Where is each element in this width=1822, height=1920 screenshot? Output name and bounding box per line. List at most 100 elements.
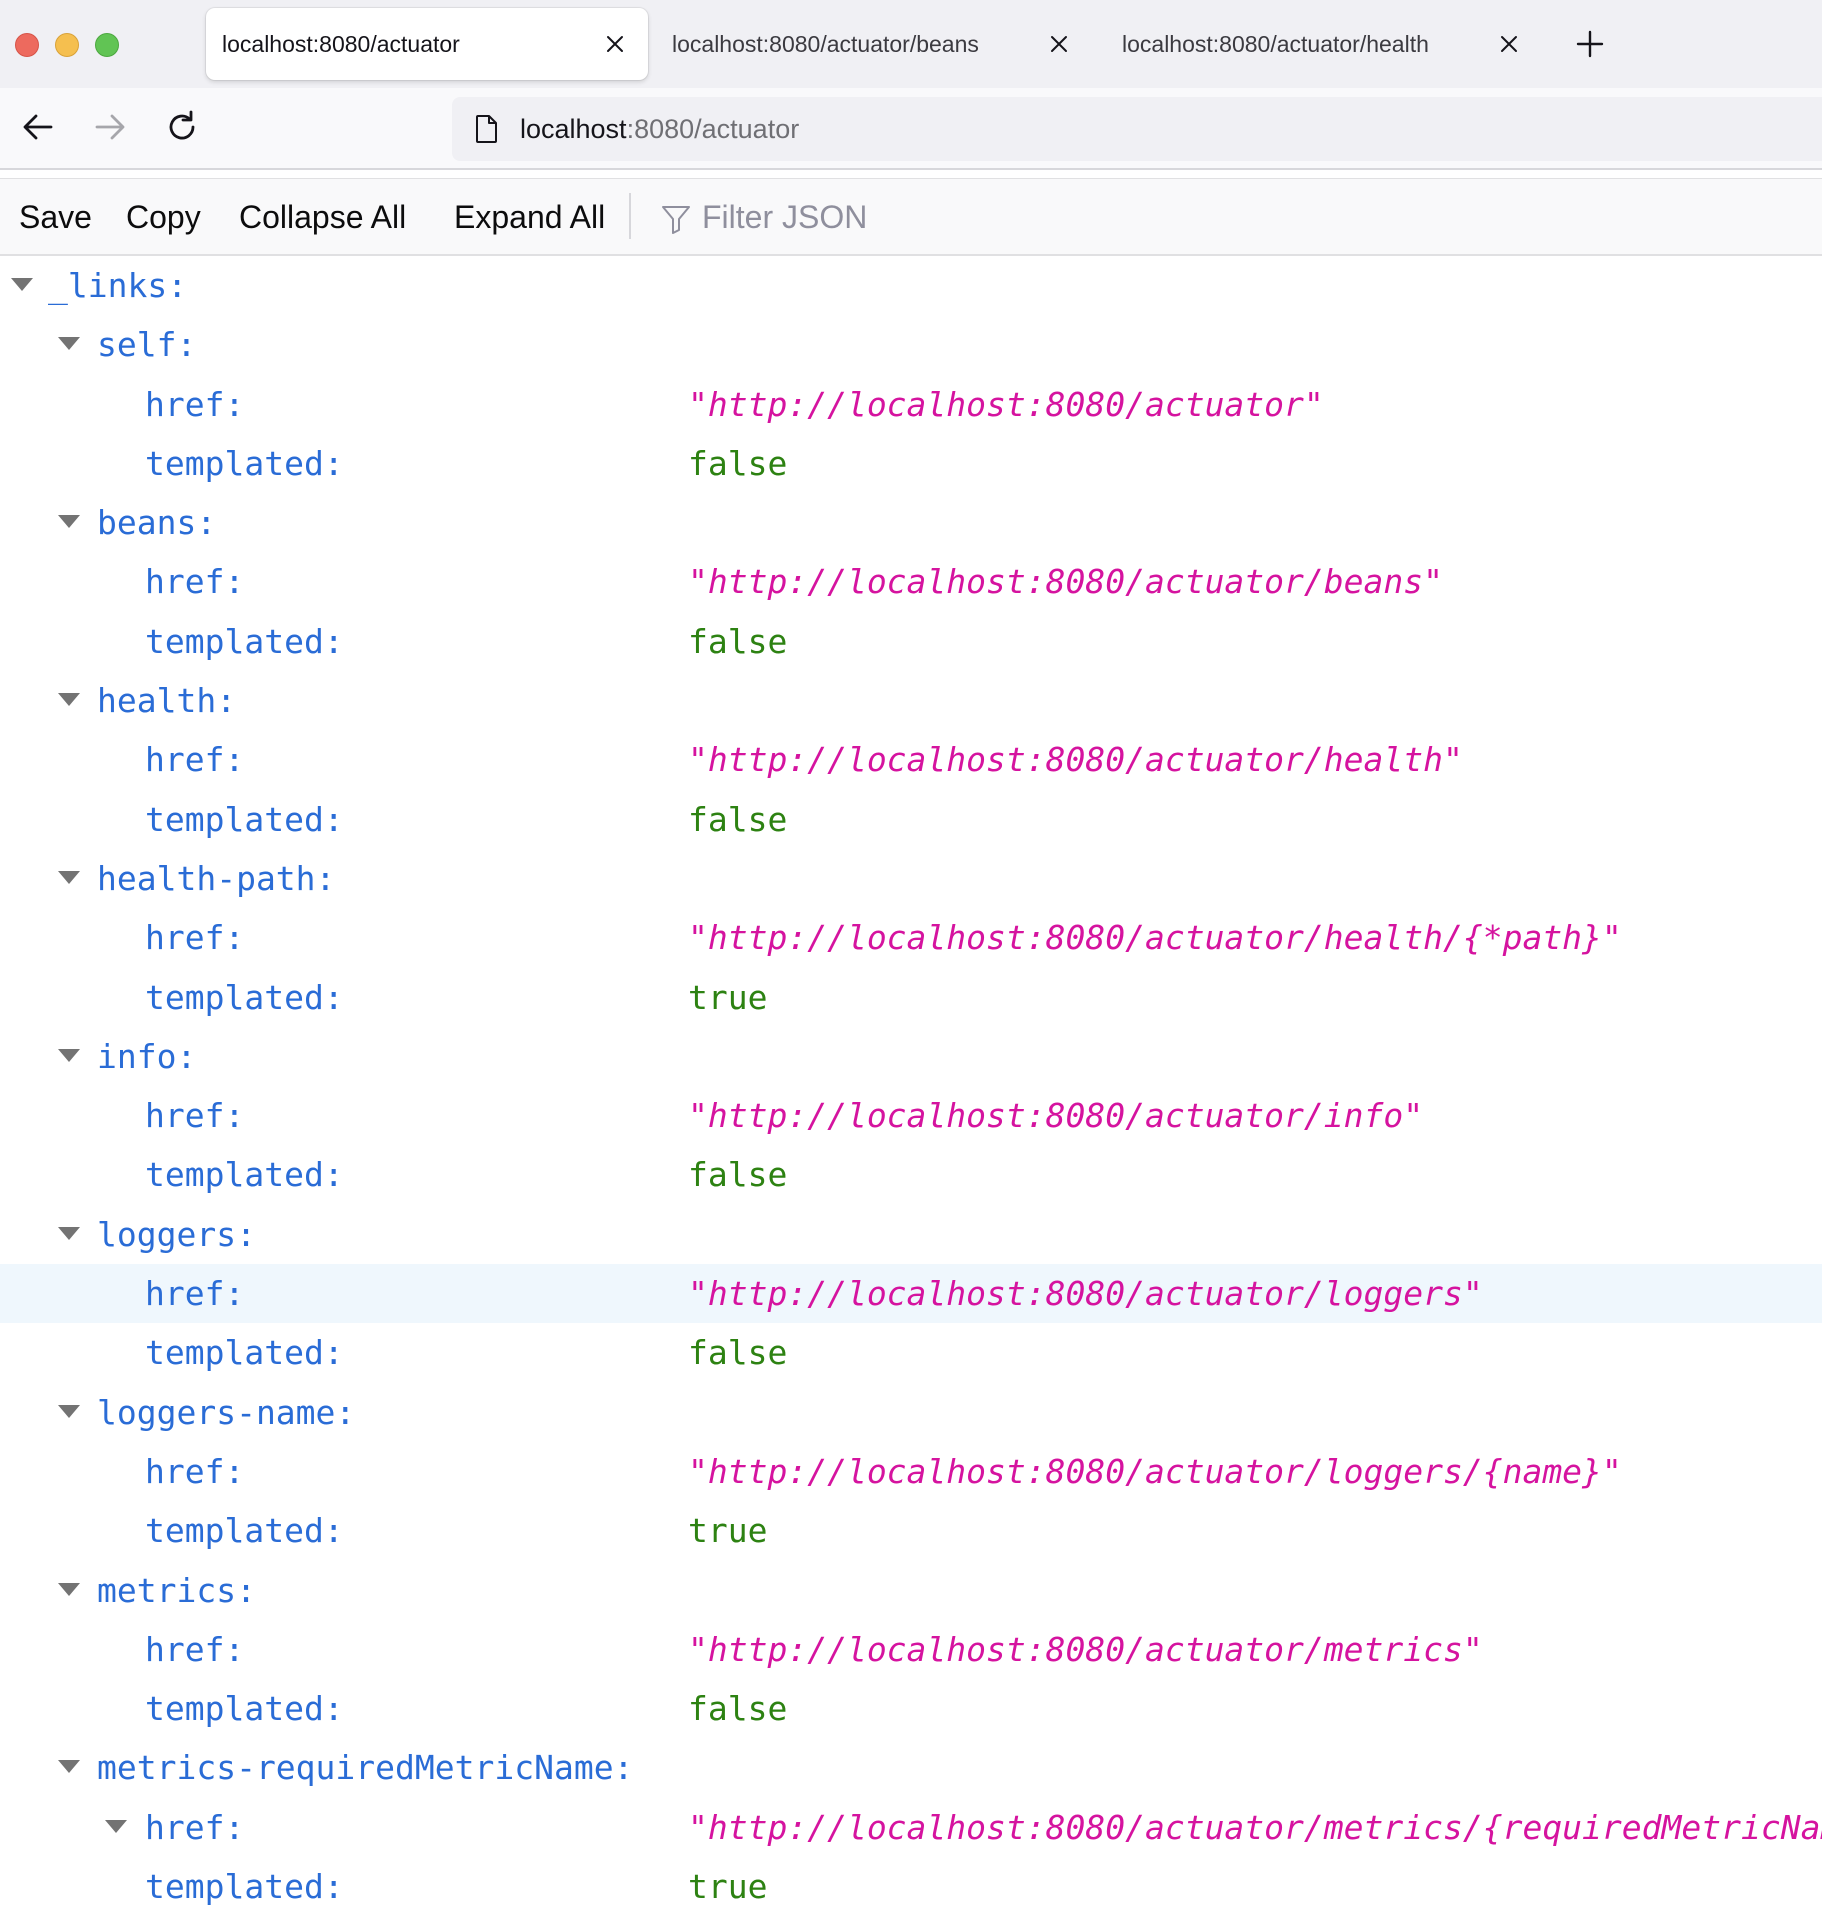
json-boolean-value[interactable]: false xyxy=(688,1155,787,1194)
json-key: href: xyxy=(145,740,244,779)
json-row-href[interactable]: href: "http://localhost:8080/actuator/inf… xyxy=(0,1086,1822,1145)
json-key: templated: xyxy=(145,1867,344,1906)
json-boolean-value[interactable]: true xyxy=(688,1867,767,1906)
expand-all-button[interactable]: Expand All xyxy=(454,199,605,236)
tab-title: localhost:8080/actuator/beans xyxy=(672,31,979,58)
back-button[interactable] xyxy=(17,106,59,148)
json-string-value[interactable]: "http://localhost:8080/actuator" xyxy=(688,385,1324,424)
json-row-group[interactable]: loggers: xyxy=(0,1205,1822,1264)
json-string-value[interactable]: "http://localhost:8080/actuator/beans" xyxy=(688,562,1443,601)
json-key: href: xyxy=(145,918,244,957)
json-row-href[interactable]: href: "http://localhost:8080/actuator" xyxy=(0,375,1822,434)
json-string-value[interactable]: "http://localhost:8080/actuator/info" xyxy=(688,1096,1423,1135)
json-row-group[interactable]: info: xyxy=(0,1027,1822,1086)
json-boolean-value[interactable]: true xyxy=(688,1511,767,1550)
json-row-group[interactable]: health: xyxy=(0,671,1822,730)
href-value: http://localhost:8080/actuator/loggers xyxy=(708,1274,1463,1313)
expand-triangle-icon[interactable] xyxy=(58,1405,80,1418)
json-key: health-path: xyxy=(97,859,335,898)
expand-triangle-icon[interactable] xyxy=(58,1583,80,1596)
toolbar-separator xyxy=(629,193,631,239)
tab-actuator[interactable]: localhost:8080/actuator xyxy=(206,8,648,80)
json-key: templated: xyxy=(145,622,344,661)
tab-actuator-health[interactable]: localhost:8080/actuator/health xyxy=(1100,8,1542,80)
json-key: loggers: xyxy=(97,1215,256,1254)
json-row-group[interactable]: metrics-requiredMetricName: xyxy=(0,1738,1822,1797)
json-row-links[interactable]: _links: xyxy=(0,256,1822,315)
json-boolean-value[interactable]: false xyxy=(688,444,787,483)
collapse-all-button[interactable]: Collapse All xyxy=(239,199,406,236)
url-text: localhost:8080/actuator xyxy=(520,114,799,145)
expand-triangle-icon[interactable] xyxy=(58,1227,80,1240)
expand-triangle-icon[interactable] xyxy=(58,515,80,528)
json-row-templated[interactable]: templated:false xyxy=(0,1145,1822,1204)
json-key: metrics: xyxy=(97,1571,256,1610)
json-boolean-value[interactable]: false xyxy=(688,800,787,839)
json-row-templated[interactable]: templated:false xyxy=(0,790,1822,849)
window-zoom-button[interactable] xyxy=(95,33,119,57)
json-key: _links: xyxy=(48,266,187,305)
json-row-href[interactable]: href: "http://localhost:8080/actuator/hea… xyxy=(0,908,1822,967)
json-row-templated[interactable]: templated: true xyxy=(0,1857,1822,1916)
url-host: localhost xyxy=(520,114,627,144)
json-row-templated[interactable]: templated:true xyxy=(0,1501,1822,1560)
json-key: href: xyxy=(145,562,244,601)
copy-button[interactable]: Copy xyxy=(126,199,201,236)
href-value: http://localhost:8080/actuator/beans xyxy=(708,562,1423,601)
expand-triangle-icon[interactable] xyxy=(58,337,80,350)
json-string-value[interactable]: "http://localhost:8080/actuator/metrics" xyxy=(688,1630,1483,1669)
json-key: href: xyxy=(145,1096,244,1135)
href-value: http://localhost:8080/actuator/metrics xyxy=(708,1630,1463,1669)
json-string-value[interactable]: "http://localhost:8080/actuator/loggers" xyxy=(688,1274,1483,1313)
json-key: self: xyxy=(97,325,196,364)
json-string-value[interactable]: "http://localhost:8080/actuator/health" xyxy=(688,740,1463,779)
expand-triangle-icon[interactable] xyxy=(58,693,80,706)
filter-json-input[interactable] xyxy=(702,193,1302,241)
tab-actuator-beans[interactable]: localhost:8080/actuator/beans xyxy=(650,8,1092,80)
json-boolean-value[interactable]: false xyxy=(688,622,787,661)
json-row-href[interactable]: href: "http://localhost:8080/actuator/hea… xyxy=(0,730,1822,789)
json-row-templated[interactable]: templated:false xyxy=(0,434,1822,493)
json-row-href[interactable]: href: "http://localhost:8080/actuator/bea… xyxy=(0,552,1822,611)
json-row-group[interactable]: self: xyxy=(0,315,1822,374)
json-string-value[interactable]: "http://localhost:8080/actuator/health/{… xyxy=(688,918,1622,957)
json-row-templated[interactable]: templated:false xyxy=(0,1323,1822,1382)
json-boolean-value[interactable]: true xyxy=(688,978,767,1017)
json-row-templated[interactable]: templated: false xyxy=(0,612,1822,671)
save-button[interactable]: Save xyxy=(19,199,92,236)
filter-icon xyxy=(660,203,692,235)
expand-triangle-icon[interactable] xyxy=(11,278,33,291)
json-row-group[interactable]: beans: xyxy=(0,493,1822,552)
json-row-templated[interactable]: templated:false xyxy=(0,1679,1822,1738)
arrow-left-icon xyxy=(17,106,59,148)
expand-triangle-icon[interactable] xyxy=(58,871,80,884)
window-minimize-button[interactable] xyxy=(55,33,79,57)
close-icon[interactable] xyxy=(1498,33,1520,55)
json-row-href[interactable]: href:"http://localhost:8080/actuator/log… xyxy=(0,1442,1822,1501)
forward-button[interactable] xyxy=(89,106,131,148)
json-row-href[interactable]: href:"http://localhost:8080/actuator/log… xyxy=(0,1264,1822,1323)
json-row-href[interactable]: href:"http://localhost:8080/actuator/met… xyxy=(0,1798,1822,1857)
json-row-group[interactable]: loggers-name: xyxy=(0,1383,1822,1442)
expand-triangle-icon[interactable] xyxy=(58,1049,80,1062)
expand-triangle-icon[interactable] xyxy=(105,1820,127,1833)
json-row-href[interactable]: href:"http://localhost:8080/actuator/met… xyxy=(0,1620,1822,1679)
close-icon[interactable] xyxy=(1048,33,1070,55)
close-icon[interactable] xyxy=(604,33,626,55)
json-string-value[interactable]: "http://localhost:8080/actuator/loggers/… xyxy=(688,1452,1622,1491)
url-path: :8080/actuator xyxy=(627,114,800,144)
json-row-templated[interactable]: templated:true xyxy=(0,968,1822,1027)
new-tab-button[interactable] xyxy=(1574,28,1606,60)
json-row-group[interactable]: metrics: xyxy=(0,1561,1822,1620)
json-key: health: xyxy=(97,681,236,720)
page-icon xyxy=(470,113,502,145)
expand-triangle-icon[interactable] xyxy=(58,1760,80,1773)
json-boolean-value[interactable]: false xyxy=(688,1689,787,1728)
json-string-value[interactable]: "http://localhost:8080/actuator/metrics/… xyxy=(688,1808,1822,1847)
window-close-button[interactable] xyxy=(15,33,39,57)
reload-button[interactable] xyxy=(161,106,203,148)
address-bar[interactable]: localhost:8080/actuator xyxy=(452,97,1822,161)
json-boolean-value[interactable]: false xyxy=(688,1333,787,1372)
json-row-group[interactable]: health-path: xyxy=(0,849,1822,908)
json-key: href: xyxy=(145,385,244,424)
